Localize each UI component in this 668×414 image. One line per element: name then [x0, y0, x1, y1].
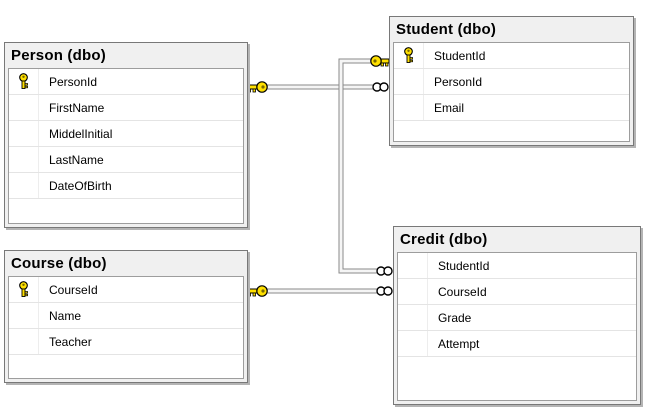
key-icon — [246, 285, 268, 297]
field-row-email[interactable]: Email — [394, 95, 629, 121]
field-name: Email — [434, 100, 465, 115]
table-student-fields: StudentId PersonId Email — [393, 42, 630, 142]
pk-cell — [9, 121, 39, 146]
field-name: StudentId — [434, 48, 486, 63]
field-row-teacher[interactable]: Teacher — [9, 329, 243, 355]
primary-key-icon — [19, 73, 28, 89]
table-course[interactable]: Course (dbo) CourseId Name — [4, 250, 248, 383]
field-name: Attempt — [438, 336, 480, 351]
field-name: DateOfBirth — [49, 178, 112, 193]
field-row-personid[interactable]: PersonId — [9, 69, 243, 95]
field-row-grade[interactable]: Grade — [398, 305, 636, 331]
field-row-dateofbirth[interactable]: DateOfBirth — [9, 173, 243, 199]
table-student-header[interactable]: Student (dbo) — [390, 17, 633, 42]
pk-cell — [9, 147, 39, 172]
pk-cell — [9, 95, 39, 120]
pk-cell — [9, 303, 39, 328]
field-row-studentid[interactable]: StudentId — [398, 253, 636, 279]
field-name: FirstName — [49, 100, 105, 115]
infinity-icon — [376, 286, 393, 296]
pk-cell — [394, 43, 424, 68]
field-row-courseid[interactable]: CourseId — [398, 279, 636, 305]
table-title: Course (dbo) — [11, 255, 107, 272]
field-name: PersonId — [434, 74, 483, 89]
table-title: Credit (dbo) — [400, 231, 488, 248]
pk-cell — [394, 69, 424, 94]
table-credit[interactable]: Credit (dbo) StudentId CourseId Grade At… — [393, 226, 641, 405]
table-title: Person (dbo) — [11, 47, 106, 64]
field-row-name[interactable]: Name — [9, 303, 243, 329]
key-icon — [246, 81, 268, 93]
empty-row-area — [9, 199, 243, 223]
pk-cell — [398, 253, 428, 278]
field-name: PersonId — [49, 74, 98, 89]
field-row-firstname[interactable]: FirstName — [9, 95, 243, 121]
field-row-middelinitial[interactable]: MiddelInitial — [9, 121, 243, 147]
infinity-icon — [372, 82, 389, 92]
table-course-header[interactable]: Course (dbo) — [5, 251, 247, 276]
field-name: Grade — [438, 310, 472, 325]
primary-key-icon — [404, 47, 413, 63]
table-person[interactable]: Person (dbo) PersonId FirstName — [4, 42, 248, 228]
field-name: CourseId — [49, 282, 98, 297]
pk-cell — [9, 277, 39, 302]
field-row-attempt[interactable]: Attempt — [398, 331, 636, 357]
field-name: MiddelInitial — [49, 126, 113, 141]
field-row-lastname[interactable]: LastName — [9, 147, 243, 173]
table-credit-header[interactable]: Credit (dbo) — [394, 227, 640, 252]
field-name: StudentId — [438, 258, 490, 273]
field-name: LastName — [49, 152, 104, 167]
key-icon — [370, 55, 390, 67]
relationship-student-credit[interactable] — [338, 58, 390, 274]
field-row-courseid[interactable]: CourseId — [9, 277, 243, 303]
table-credit-fields: StudentId CourseId Grade Attempt — [397, 252, 637, 401]
pk-cell — [398, 331, 428, 356]
table-course-fields: CourseId Name Teacher — [8, 276, 244, 379]
table-person-header[interactable]: Person (dbo) — [5, 43, 247, 68]
field-name: CourseId — [438, 284, 487, 299]
infinity-icon — [376, 266, 393, 276]
pk-cell — [394, 95, 424, 120]
empty-row-area — [9, 355, 243, 378]
pk-cell — [9, 69, 39, 94]
table-person-fields: PersonId FirstName MiddelInitial LastNam… — [8, 68, 244, 224]
pk-cell — [398, 279, 428, 304]
empty-row-area — [398, 357, 636, 400]
field-row-studentid[interactable]: StudentId — [394, 43, 629, 69]
pk-cell — [9, 329, 39, 354]
empty-row-area — [394, 121, 629, 141]
field-name: Teacher — [49, 334, 92, 349]
primary-key-icon — [19, 281, 28, 297]
table-title: Student (dbo) — [396, 21, 497, 38]
field-row-personid[interactable]: PersonId — [394, 69, 629, 95]
pk-cell — [398, 305, 428, 330]
table-student[interactable]: Student (dbo) StudentId PersonId — [389, 16, 634, 146]
pk-cell — [9, 173, 39, 198]
field-name: Name — [49, 308, 82, 323]
